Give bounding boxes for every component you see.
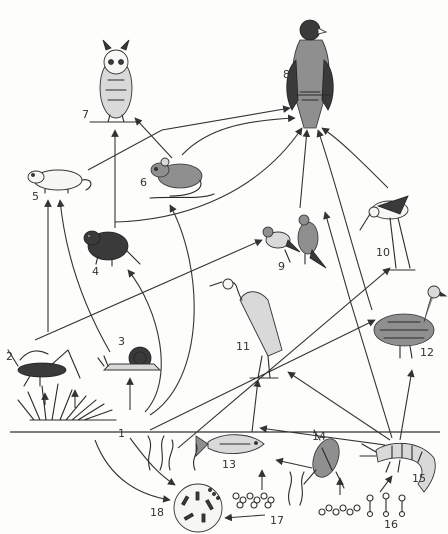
arrow-4-8 [115, 128, 302, 222]
label-17: 17 [270, 514, 284, 527]
label-11: 11 [236, 340, 250, 353]
owl-icon [90, 40, 140, 122]
fish-icon [196, 435, 264, 456]
grasshopper-icon [8, 350, 80, 386]
hawk-icon [287, 20, 333, 128]
heron-icon [210, 279, 282, 378]
label-13: 13 [222, 458, 236, 471]
arrow-13-11 [252, 380, 258, 432]
label-9: 9 [278, 260, 285, 273]
label-16: 16 [384, 518, 398, 531]
arrow-2-9 [35, 240, 262, 340]
rat-icon [150, 158, 214, 198]
node-labels: 1 2 3 4 5 6 7 8 9 10 11 12 13 14 15 16 1… [6, 68, 434, 531]
label-2: 2 [6, 350, 13, 363]
arrow-3-5 [60, 200, 110, 352]
label-12: 12 [420, 346, 434, 359]
arrow-1-6 [150, 205, 194, 415]
label-18: 18 [150, 506, 164, 519]
label-3: 3 [118, 335, 125, 348]
arrow-6-7 [135, 118, 172, 158]
vole-icon [84, 231, 140, 266]
label-7: 7 [82, 108, 89, 121]
snail-icon [98, 347, 160, 370]
grass-tuft-icon [18, 384, 116, 420]
arrow-14-13 [276, 460, 312, 468]
arrow-15-12 [400, 370, 412, 440]
label-1: 1 [118, 427, 125, 440]
label-14: 14 [312, 430, 326, 443]
arrow-9-8 [300, 130, 307, 208]
duck-icon [374, 286, 446, 358]
label-15: 15 [412, 472, 426, 485]
label-5: 5 [32, 190, 39, 203]
label-6: 6 [140, 176, 147, 189]
arrow-1-18b [130, 438, 175, 485]
arrow-1-18 [95, 440, 170, 500]
arrow-16-15 [380, 476, 392, 492]
arrow-13-10 [178, 268, 390, 448]
label-4: 4 [92, 265, 99, 278]
plankton-icon [367, 493, 405, 517]
arrow-10-8 [322, 128, 388, 188]
songbirds-icon [263, 215, 326, 268]
food-web-arrows [35, 108, 412, 518]
label-10: 10 [376, 246, 390, 259]
label-8: 8 [283, 68, 290, 81]
decomposers-circle-icon [174, 484, 222, 532]
arrow-17-18 [225, 515, 265, 518]
